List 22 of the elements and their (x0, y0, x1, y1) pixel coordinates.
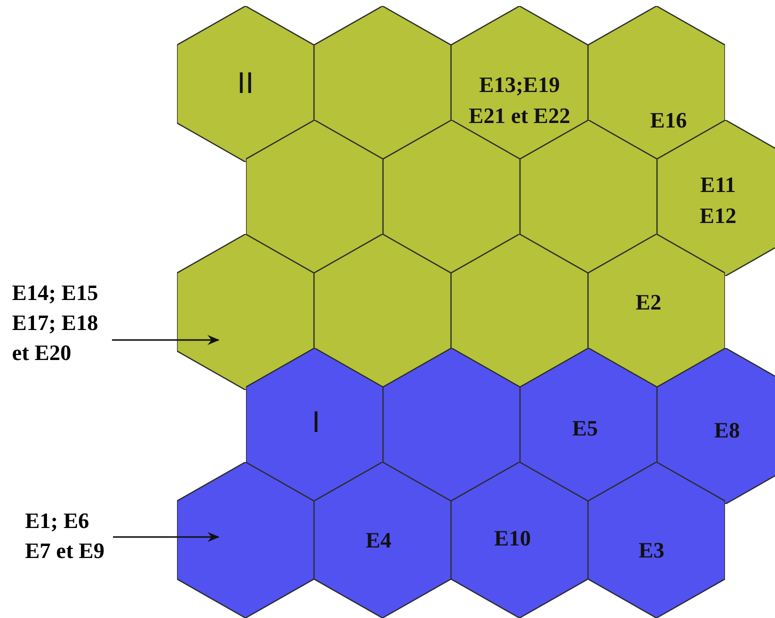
hexagon (177, 6, 314, 162)
arrow (113, 532, 220, 542)
hexagon (656, 348, 775, 504)
cell-label: E2 (634, 288, 662, 316)
side-note: E14; E15 E17; E18 et E20 (12, 278, 112, 368)
cell-label: E5 (571, 414, 599, 442)
cell-label: E13;E19 E21 et E22 (468, 71, 572, 130)
roman-numeral: I (312, 408, 320, 438)
cell-label: E10 (493, 524, 532, 552)
cell-label: E3 (638, 536, 666, 564)
side-note: E1; E6 E7 et E9 (25, 506, 113, 566)
hexagon (588, 462, 725, 618)
cell-label: E8 (713, 416, 741, 444)
roman-numeral: II (237, 69, 254, 99)
hexagon (314, 462, 451, 618)
hexagon (451, 462, 588, 618)
arrow (112, 335, 220, 345)
hexagon (177, 462, 314, 618)
hexagon (177, 234, 314, 390)
cell-label: E4 (364, 526, 392, 554)
cell-label: E11 E12 (698, 171, 738, 230)
cell-label: E16 (649, 106, 688, 134)
